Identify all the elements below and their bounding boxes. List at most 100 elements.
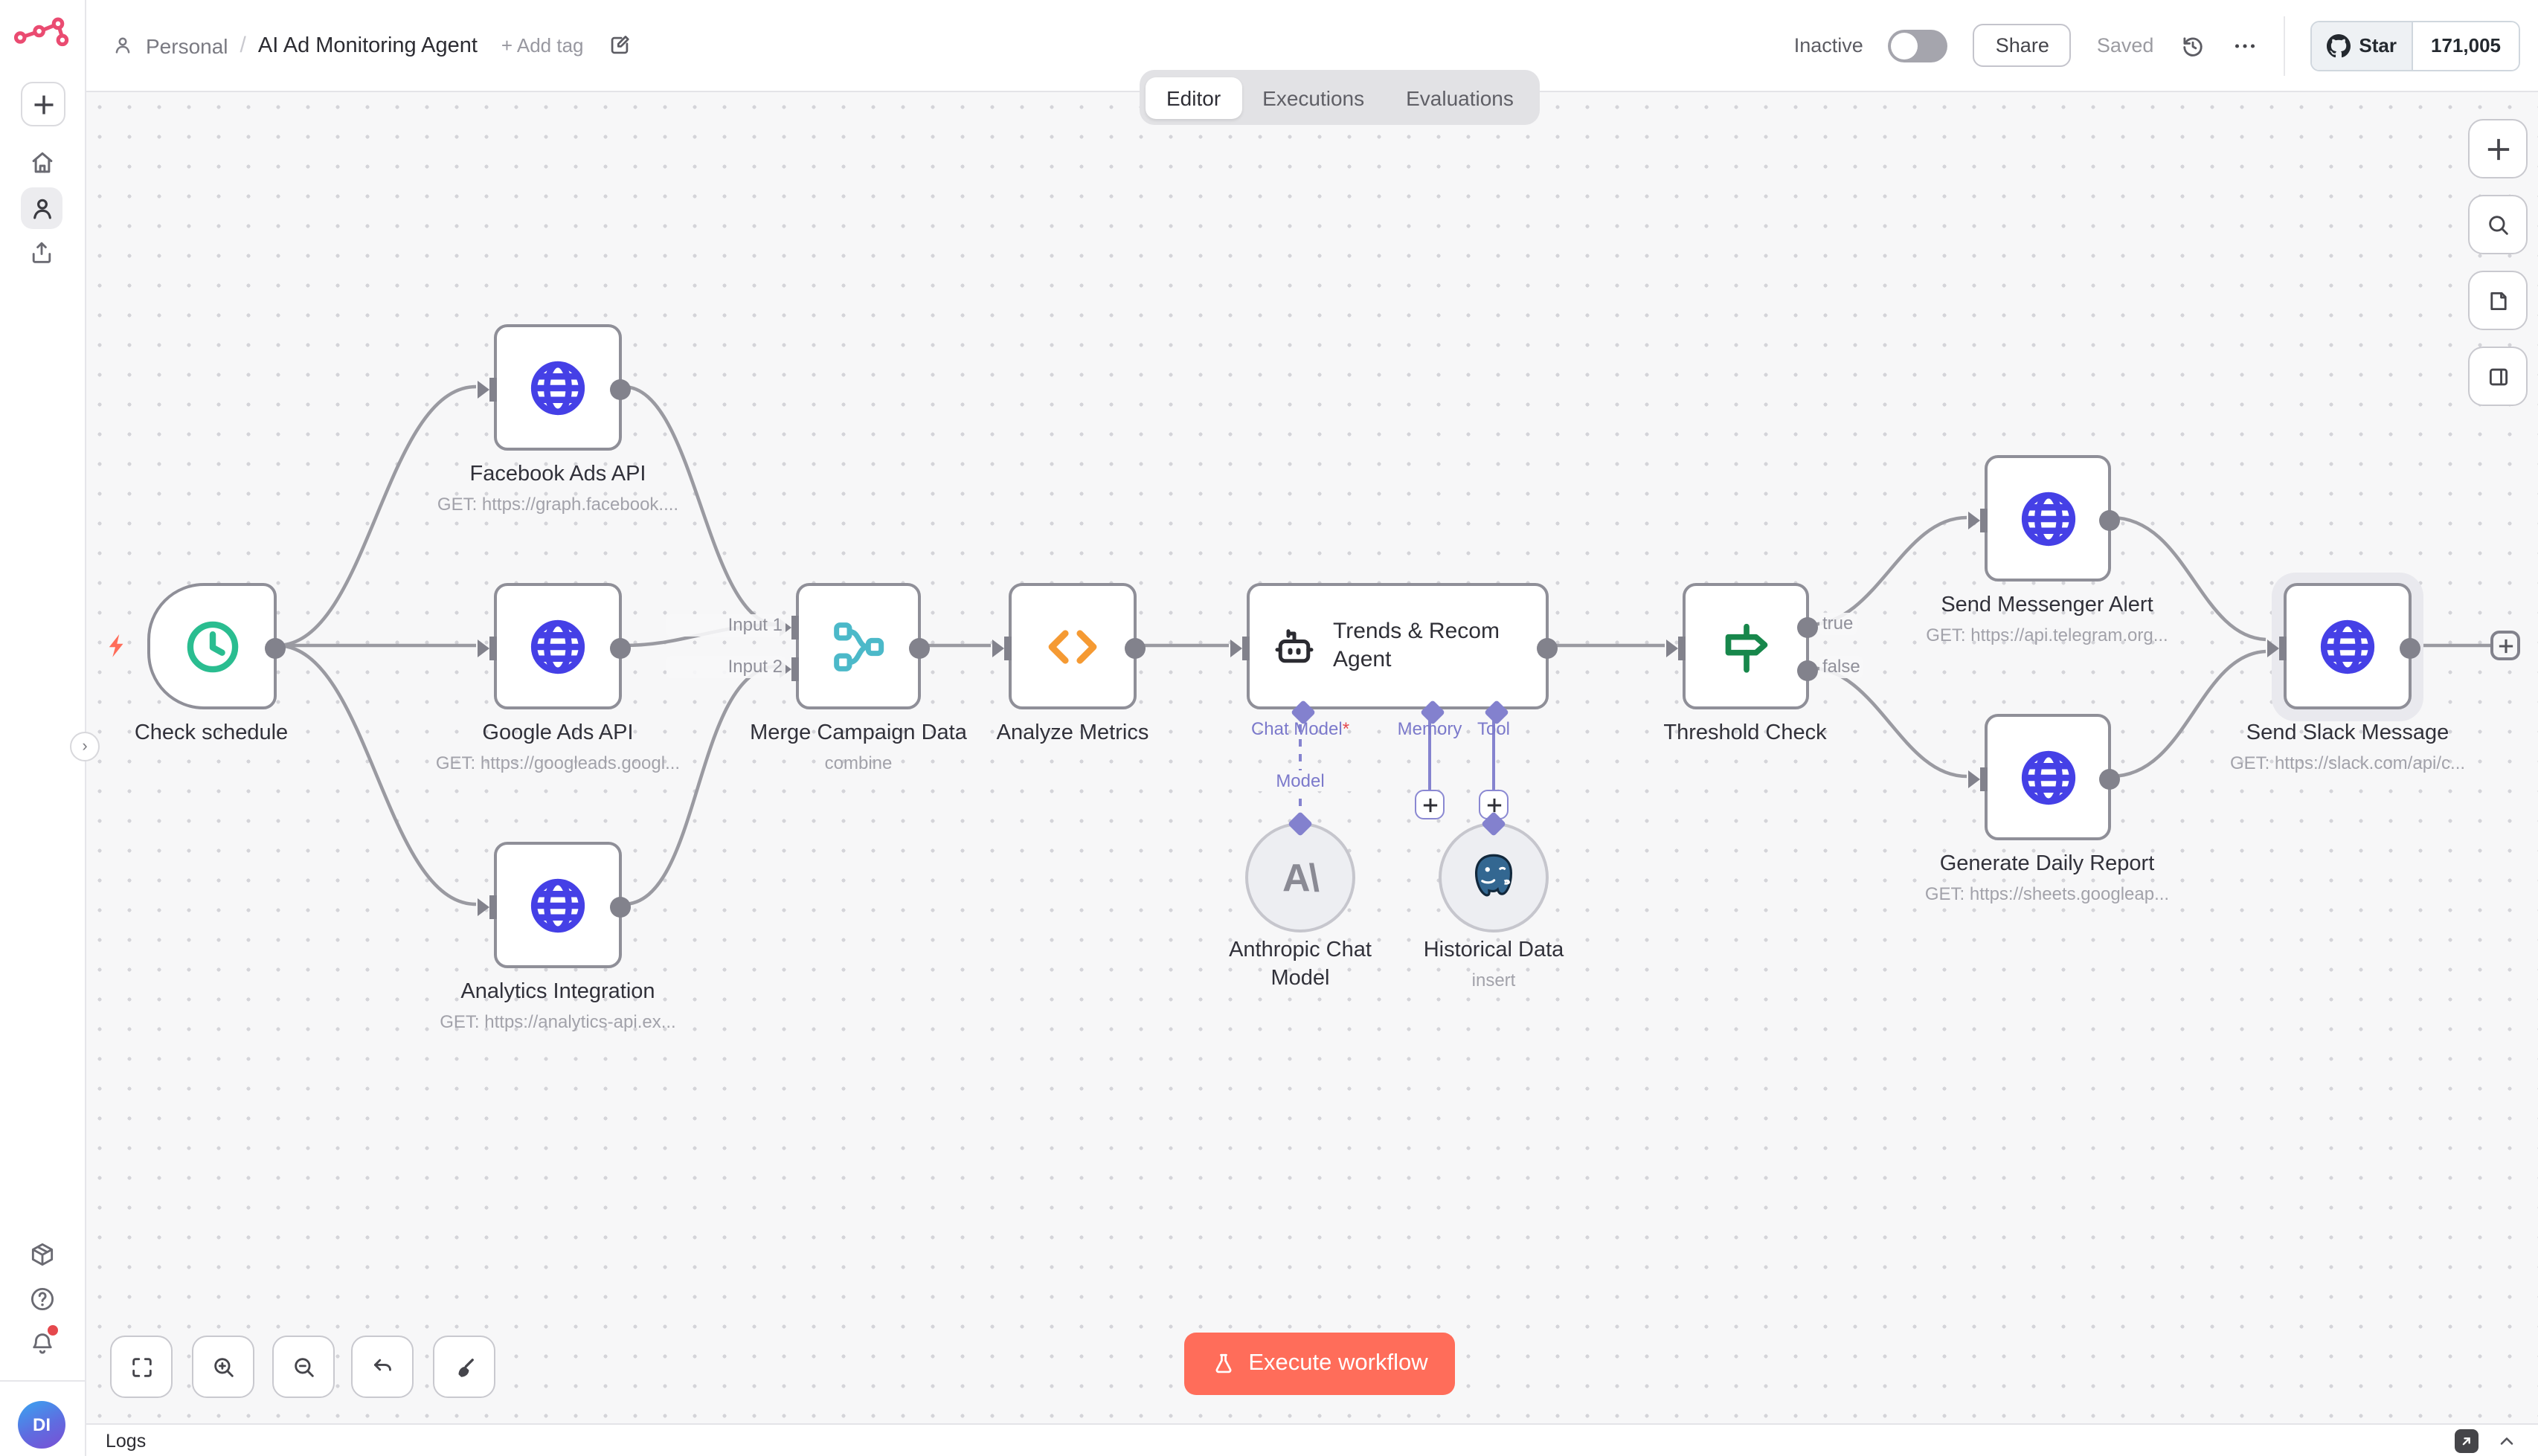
node-send-slack-message[interactable]	[2267, 583, 2420, 709]
github-star-label: Star	[2359, 34, 2397, 57]
plus-icon	[1422, 797, 1437, 812]
trigger-lightning-icon	[109, 634, 123, 657]
node-merge-campaign-data[interactable]	[780, 583, 930, 709]
output-port[interactable]	[265, 638, 286, 659]
input-port	[1230, 637, 1250, 660]
note-icon	[2490, 291, 2506, 310]
node-check-schedule[interactable]	[147, 583, 286, 709]
node-historical-data[interactable]	[1439, 811, 1549, 932]
output-port[interactable]	[1537, 638, 1558, 659]
plus-icon	[2487, 138, 2509, 160]
input-port	[992, 637, 1012, 660]
zoom-to-fit-button[interactable]	[110, 1336, 173, 1398]
node-analytics-integration[interactable]	[478, 842, 631, 968]
model-port	[1288, 811, 1313, 837]
toggle-knob	[1891, 32, 1918, 59]
node-anthropic-chat-model[interactable]: A\	[1245, 811, 1355, 932]
history-icon[interactable]	[2179, 32, 2206, 59]
share-button[interactable]: Share	[1973, 24, 2072, 67]
node-generate-daily-report[interactable]	[1968, 714, 2120, 840]
external-arrow-icon	[2462, 1437, 2470, 1445]
active-toggle[interactable]	[1888, 29, 1948, 62]
output-port[interactable]	[610, 897, 631, 918]
github-star-widget[interactable]: Star 171,005	[2310, 20, 2520, 71]
output-port[interactable]	[2099, 510, 2120, 531]
signpost-icon	[1724, 622, 1767, 672]
port-label-chat-model: Chat Model*	[1250, 718, 1350, 739]
panel-icon	[2488, 367, 2508, 385]
chevron-up-icon[interactable]	[2496, 1430, 2517, 1451]
node-analyze-metrics[interactable]	[992, 583, 1146, 709]
fit-view-icon	[132, 1357, 151, 1376]
port-label-input2: Input 2	[666, 656, 786, 678]
add-node-button[interactable]	[2468, 119, 2528, 178]
node-label: Historical Data insert	[1423, 938, 1564, 990]
sidebar-item-home[interactable]	[21, 141, 62, 183]
more-options-icon[interactable]	[2231, 32, 2258, 59]
node-label: Google Ads API GET: https://googleads.go…	[435, 721, 681, 773]
node-trends-recom-agent[interactable]: Trends & Recom Agent	[1230, 583, 1558, 725]
breadcrumb-separator: /	[240, 33, 246, 58]
package-icon	[30, 1242, 53, 1266]
input-port	[478, 378, 497, 402]
sidebar-item-help[interactable]	[21, 1278, 62, 1319]
search-nodes-button[interactable]	[2468, 195, 2528, 254]
header-divider	[2283, 16, 2285, 75]
input-port	[1666, 637, 1686, 660]
github-star-button[interactable]: Star	[2311, 22, 2413, 69]
add-tool-button[interactable]	[1479, 790, 1509, 819]
sticky-note-button[interactable]	[2468, 271, 2528, 330]
add-tag-button[interactable]: + Add tag	[501, 34, 584, 57]
output-port[interactable]	[2099, 769, 2120, 790]
sidebar-item-shared[interactable]	[21, 232, 62, 274]
globe-icon	[530, 360, 585, 415]
plus-icon	[1486, 797, 1501, 812]
edit-note-icon[interactable]	[608, 33, 633, 58]
zoom-in-button[interactable]	[192, 1336, 254, 1398]
port-label-model: Model	[1241, 770, 1360, 791]
sidebar-item-templates[interactable]	[21, 1233, 62, 1275]
flask-icon	[1215, 1353, 1232, 1373]
sidebar-item-personal[interactable]	[21, 187, 62, 229]
github-star-count[interactable]: 171,005	[2413, 22, 2519, 69]
user-avatar[interactable]: DI	[18, 1401, 65, 1449]
add-next-node-button[interactable]	[2490, 631, 2520, 660]
tab-evaluations[interactable]: Evaluations	[1406, 86, 1514, 109]
globe-icon	[2020, 750, 2075, 805]
logs-actions	[2455, 1428, 2517, 1452]
sidebar-add-workflow-button[interactable]	[21, 82, 65, 126]
undo-button[interactable]	[351, 1336, 414, 1398]
workflow-title[interactable]: AI Ad Monitoring Agent	[257, 33, 478, 57]
sidebar-divider	[0, 1380, 85, 1382]
zoom-out-button[interactable]	[272, 1336, 335, 1398]
home-icon	[31, 151, 52, 173]
port-label-false: false	[1819, 656, 1863, 678]
output-port[interactable]	[610, 379, 631, 400]
output-port[interactable]	[610, 638, 631, 659]
logs-bar[interactable]: Logs	[85, 1423, 2538, 1456]
output-port[interactable]	[909, 638, 930, 659]
tab-editor[interactable]: Editor	[1146, 77, 1242, 118]
sidebar-item-notifications[interactable]	[21, 1322, 62, 1364]
node-threshold-check[interactable]	[1666, 583, 1818, 709]
add-memory-button[interactable]	[1415, 790, 1445, 819]
node-label: Check schedule	[134, 721, 289, 745]
node-send-messenger-alert[interactable]	[1968, 455, 2120, 582]
output-port[interactable]	[1125, 638, 1146, 659]
tab-executions[interactable]: Executions	[1262, 86, 1365, 109]
output-port[interactable]	[2400, 638, 2420, 659]
toggle-panel-button[interactable]	[2468, 347, 2528, 406]
agent-node-title: Trends & Recom Agent	[1333, 618, 1500, 672]
collapse-panel-chevron[interactable]: ›	[70, 732, 100, 761]
popout-icon[interactable]	[2455, 1428, 2478, 1452]
node-facebook-ads-api[interactable]	[478, 324, 631, 451]
search-icon	[2488, 215, 2508, 234]
execute-workflow-button[interactable]: Execute workflow	[1184, 1333, 1455, 1395]
breadcrumb-project[interactable]: Personal	[146, 33, 228, 57]
tidy-up-button[interactable]	[433, 1336, 495, 1398]
output-port-true[interactable]	[1797, 617, 1818, 638]
node-google-ads-api[interactable]	[478, 583, 631, 709]
output-port-false[interactable]	[1797, 660, 1818, 681]
github-icon	[2326, 33, 2351, 57]
